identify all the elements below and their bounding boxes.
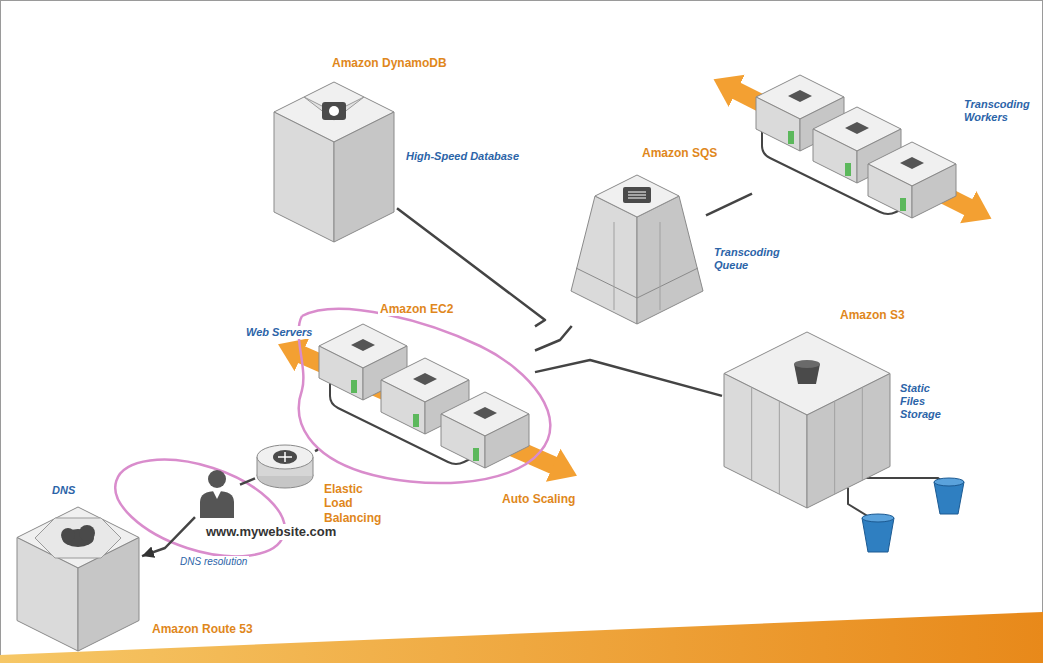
- workers-shape: [752, 72, 958, 218]
- footer-bar: [0, 612, 1043, 663]
- role-label: High-Speed Database: [404, 150, 521, 163]
- service-name: Auto Scaling: [500, 492, 577, 506]
- service-name: Elastic Load Balancing: [322, 482, 383, 525]
- connector: [315, 450, 318, 451]
- dns-shape: [15, 505, 142, 652]
- service-name: Amazon S3: [838, 308, 907, 322]
- role-label: DNS: [50, 484, 77, 497]
- sqs-queue: Amazon SQSTranscoding Queue: [568, 170, 706, 326]
- worker-group: Transcoding Workers: [752, 72, 958, 218]
- service-name: Amazon DynamoDB: [330, 56, 449, 70]
- connector: [142, 517, 195, 556]
- web-server-group: Web ServersAmazon EC2Auto Scaling: [318, 322, 535, 470]
- user-shape: [195, 468, 240, 520]
- role-label: Transcoding Workers: [962, 98, 1032, 124]
- user-figure: www.mywebsite.com: [195, 468, 240, 520]
- bucket-icon: [862, 514, 894, 552]
- service-name: Amazon SQS: [640, 146, 719, 160]
- load-balancer: Elastic Load Balancing: [255, 440, 315, 492]
- bucket-icon: [934, 478, 964, 514]
- role-label: Transcoding Queue: [712, 246, 782, 272]
- service-name: Amazon Route 53: [150, 622, 255, 636]
- role-label: Static Files Storage: [898, 382, 943, 422]
- s3-storage: Amazon S3Static Files Storage: [722, 330, 892, 508]
- sqs-shape: [568, 170, 706, 326]
- connector: [240, 478, 255, 484]
- url-label: www.mywebsite.com: [204, 524, 338, 540]
- annotation-circle: [299, 309, 551, 483]
- role-label: Web Servers: [244, 326, 314, 339]
- connector: [706, 194, 752, 216]
- edge-label: DNS resolution: [178, 556, 249, 568]
- s3-shape: [722, 330, 892, 508]
- dns-server: DNSAmazon Route 53: [15, 505, 142, 652]
- connector: [535, 360, 722, 396]
- elb-shape: [255, 440, 315, 492]
- dynamo-shape: [272, 80, 397, 242]
- connector: [535, 326, 572, 350]
- service-name: Amazon EC2: [378, 302, 455, 316]
- servers-shape: [318, 322, 535, 470]
- dynamodb-database: Amazon DynamoDBHigh-Speed Database: [272, 80, 397, 242]
